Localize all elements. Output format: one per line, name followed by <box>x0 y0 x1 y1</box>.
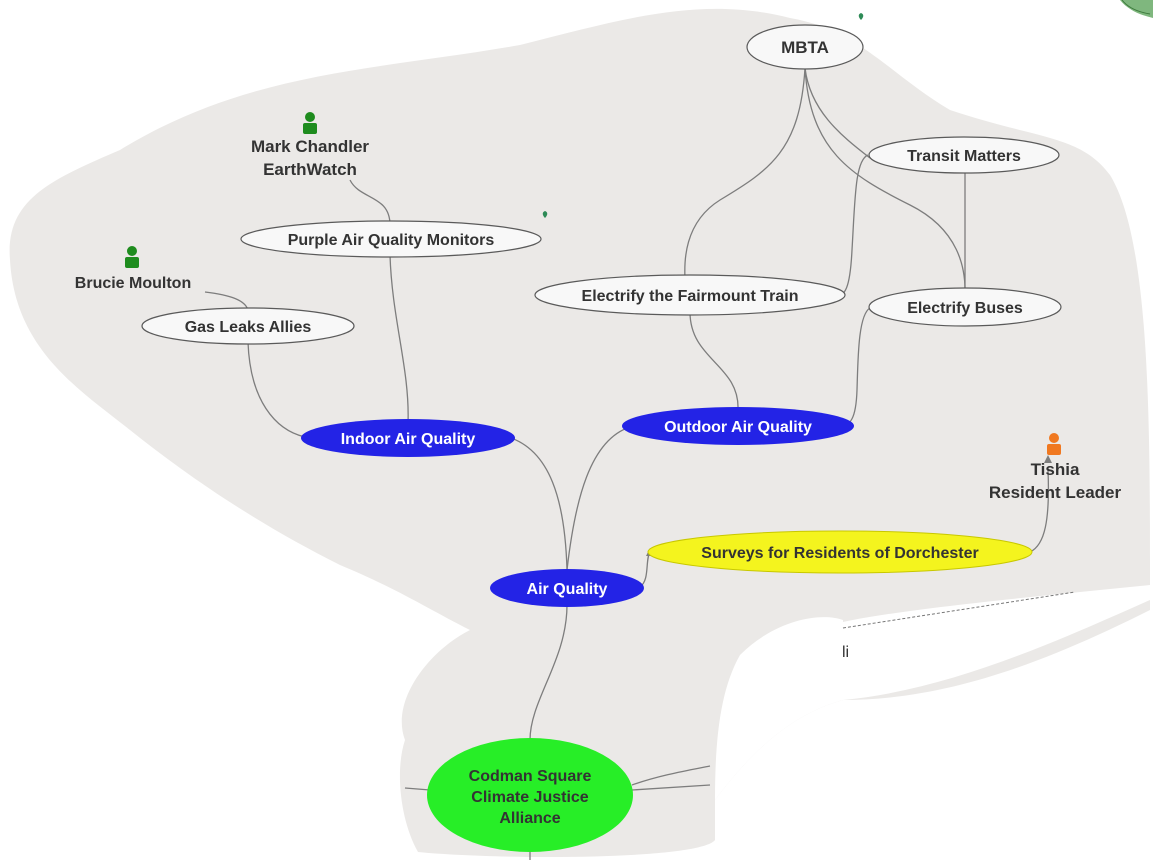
person-mark-chandler[interactable]: Mark Chandler EarthWatch <box>251 112 369 179</box>
node-outdoor-air[interactable]: Outdoor Air Quality <box>622 407 854 445</box>
sprout-icon <box>858 13 864 20</box>
link-surveys-tishia <box>1029 469 1050 553</box>
node-electrify-buses-label: Electrify Buses <box>907 300 1023 317</box>
person-icon <box>303 112 317 134</box>
node-codman-label-1: Codman Square <box>469 768 592 785</box>
node-codman-label-3: Alliance <box>499 810 560 827</box>
link-mark-purple <box>349 179 391 226</box>
person-brucie-moulton[interactable]: Brucie Moulton <box>75 246 191 292</box>
node-transit-matters[interactable]: Transit Matters <box>868 136 1060 174</box>
node-outdoor-air-label: Outdoor Air Quality <box>664 419 812 436</box>
node-codman[interactable]: Codman Square Climate Justice Alliance <box>427 738 633 852</box>
links <box>204 67 1050 860</box>
link-indoor-air <box>507 436 568 571</box>
link-purple-indoor <box>389 254 409 424</box>
link-gasleaks-indoor <box>247 341 306 438</box>
node-transit-matters-label: Transit Matters <box>907 148 1021 165</box>
link-outdoor-air <box>566 426 631 571</box>
node-codman-label-2: Climate Justice <box>471 789 588 806</box>
node-air-quality-label: Air Quality <box>527 581 608 598</box>
node-indoor-air-label: Indoor Air Quality <box>341 431 476 448</box>
node-purple-air[interactable]: Purple Air Quality Monitors <box>240 220 542 258</box>
person-tishia-role: Resident Leader <box>989 483 1122 502</box>
dashed-divider <box>842 591 1076 629</box>
link-fairmount-outdoor <box>689 311 739 411</box>
link-codman-left <box>404 787 431 791</box>
node-mbta-label: MBTA <box>781 38 829 57</box>
node-air-quality[interactable]: Air Quality <box>490 569 644 607</box>
link-mbta-transit <box>804 67 871 159</box>
node-indoor-air[interactable]: Indoor Air Quality <box>301 419 515 457</box>
node-purple-air-label: Purple Air Quality Monitors <box>288 232 495 249</box>
person-icon <box>1047 433 1061 455</box>
node-gas-leaks-label: Gas Leaks Allies <box>185 319 312 336</box>
person-icon <box>125 246 139 268</box>
link-mbta-fairmount <box>684 67 806 283</box>
node-electrify-buses[interactable]: Electrify Buses <box>868 287 1062 327</box>
node-mbta[interactable]: MBTA <box>746 24 864 70</box>
link-codman-right <box>631 784 711 791</box>
map-background <box>9 8 1150 857</box>
link-mbta-buses <box>804 67 966 291</box>
partial-label: li <box>842 644 849 661</box>
node-fairmount-label: Electrify the Fairmount Train <box>582 288 799 305</box>
person-tishia-name: Tishia <box>1031 460 1080 479</box>
link-codman-right-2 <box>631 765 711 786</box>
node-gas-leaks[interactable]: Gas Leaks Allies <box>141 307 355 345</box>
node-surveys[interactable]: Surveys for Residents of Dorchester <box>647 530 1033 574</box>
person-brucie-name: Brucie Moulton <box>75 275 191 292</box>
sprout-icon <box>542 211 548 218</box>
person-tishia[interactable]: Tishia Resident Leader <box>989 433 1122 502</box>
arrow-surveys-tishia <box>1044 455 1052 463</box>
person-mark-role: EarthWatch <box>263 160 357 179</box>
corner-leaf-icon <box>1120 0 1153 18</box>
map-cutout <box>715 617 843 800</box>
node-fairmount[interactable]: Electrify the Fairmount Train <box>534 274 846 316</box>
link-air-codman <box>529 604 568 741</box>
person-mark-name: Mark Chandler <box>251 137 369 156</box>
node-surveys-label: Surveys for Residents of Dorchester <box>701 545 978 562</box>
